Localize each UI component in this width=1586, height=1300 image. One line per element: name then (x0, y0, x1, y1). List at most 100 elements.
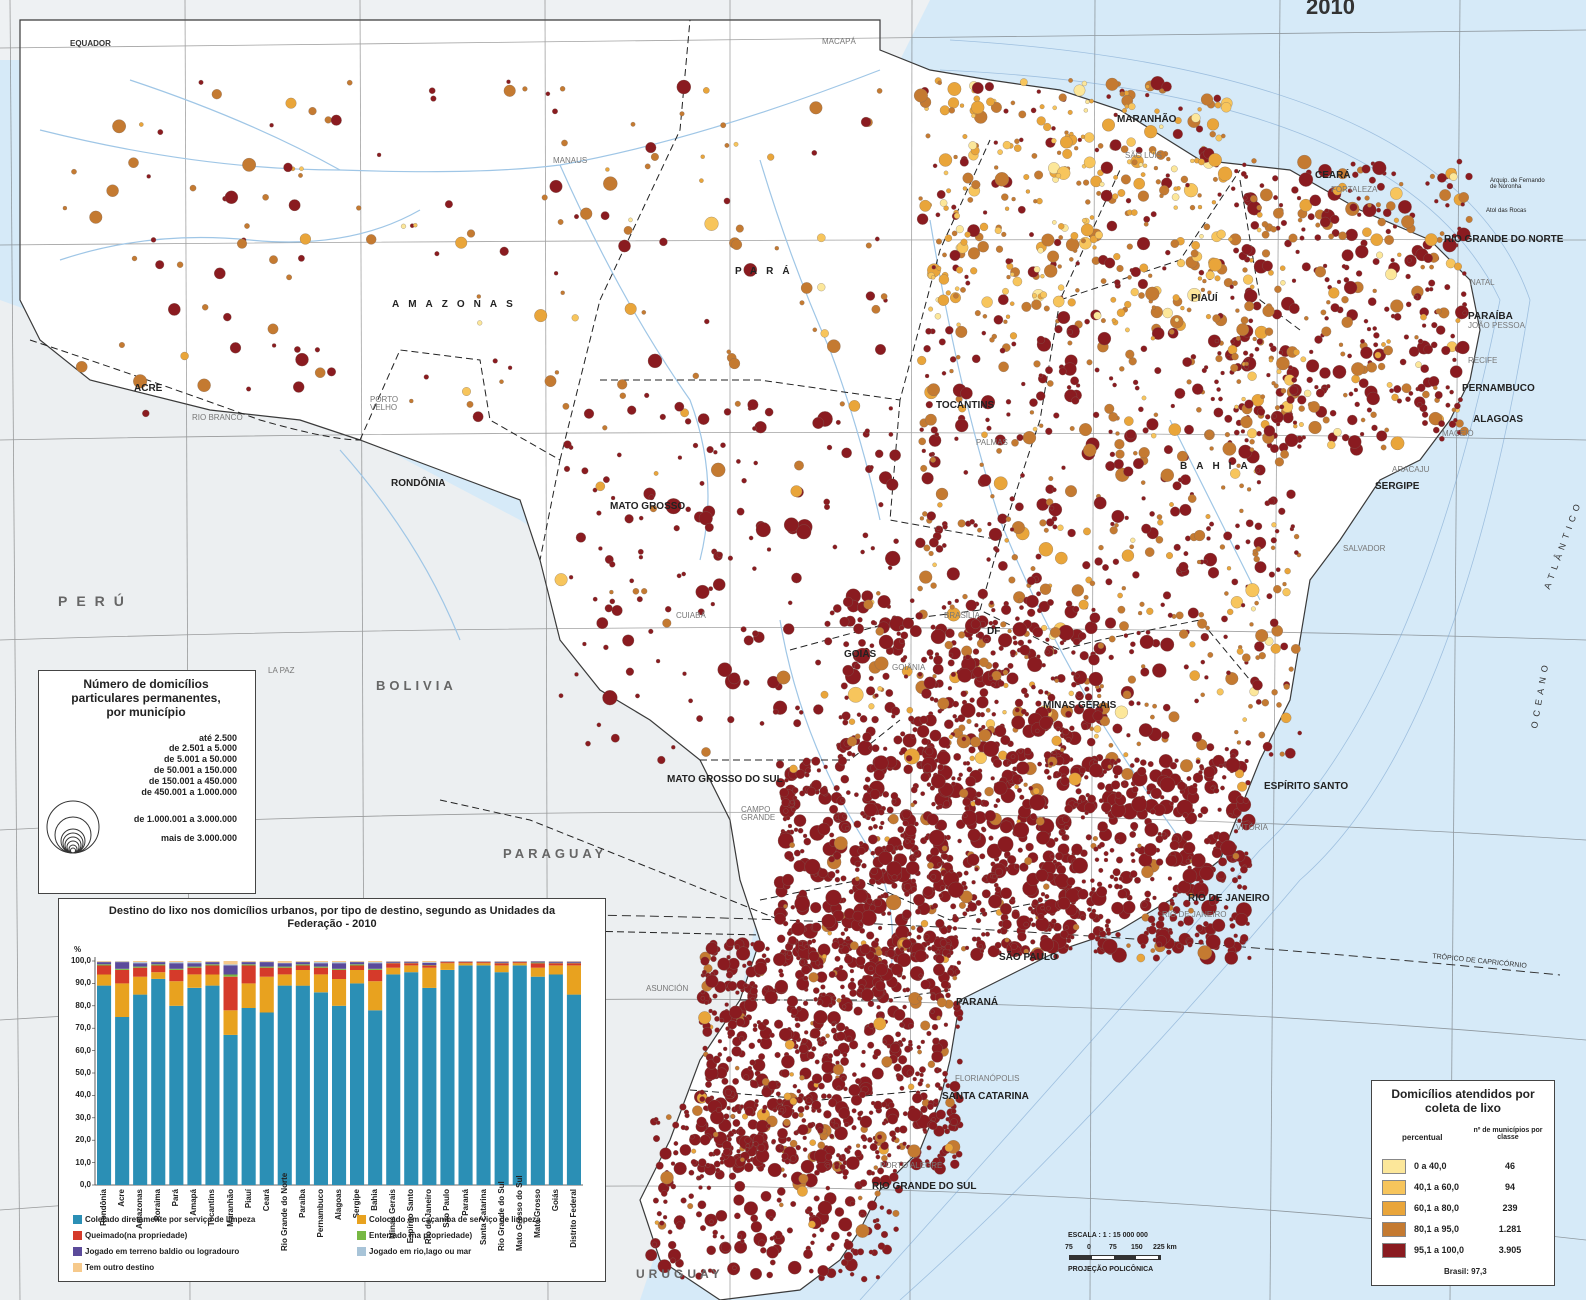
municipality-dot (1180, 175, 1189, 184)
municipality-dot (1242, 717, 1247, 722)
municipality-dot (1169, 762, 1178, 770)
municipality-dot (713, 450, 718, 455)
municipality-dot (1113, 253, 1121, 261)
municipality-dot (867, 1041, 875, 1049)
municipality-dot (1125, 349, 1135, 359)
municipality-dot (1144, 125, 1158, 139)
chart-bar-segment (223, 1010, 238, 1035)
municipality-dot (1289, 385, 1299, 395)
chart-bar-segment (386, 963, 401, 968)
municipality-dot (671, 745, 676, 750)
municipality-dot (1360, 417, 1366, 423)
municipality-dot (698, 1185, 703, 1190)
municipality-dot (1040, 291, 1048, 299)
chart-bar-segment (151, 965, 166, 973)
municipality-dot (603, 176, 618, 191)
municipality-dot (974, 798, 982, 806)
municipality-dot (1245, 358, 1250, 363)
chart-bar-segment (530, 961, 545, 963)
municipality-dot (878, 825, 884, 830)
municipality-dot (176, 261, 184, 268)
chart-bar-segment (440, 962, 455, 964)
municipality-dot (1233, 933, 1238, 938)
municipality-dot (917, 355, 927, 366)
municipality-dot (1080, 914, 1086, 921)
municipality-dot (1105, 578, 1113, 586)
municipality-dot (838, 1107, 851, 1120)
municipality-dot (1173, 543, 1181, 551)
city-porto-alegre: PORTO ALEGRE (880, 1161, 943, 1170)
municipality-dot (1215, 355, 1223, 363)
municipality-dot (868, 1249, 874, 1255)
municipality-dot (740, 1157, 745, 1163)
municipality-dot (609, 598, 616, 605)
chart-bar-segment (458, 962, 473, 964)
municipality-dot (1165, 249, 1171, 256)
municipality-dot (1279, 751, 1285, 757)
municipality-dot (814, 1169, 820, 1176)
municipality-dot (75, 361, 88, 373)
municipality-dot (822, 1072, 833, 1083)
chart-bar-segment (97, 961, 112, 962)
label-maranhao: MARANHÃO (1117, 114, 1177, 125)
municipality-dot (1000, 621, 1007, 628)
municipality-dot (727, 716, 735, 724)
chart-bar-segment (241, 962, 256, 965)
municipality-dot (1091, 887, 1096, 892)
municipality-dot (1110, 521, 1115, 527)
municipality-dot (1299, 235, 1305, 241)
municipality-dot (1152, 703, 1157, 709)
municipality-dot (1297, 154, 1312, 170)
municipality-dot (1006, 672, 1019, 685)
municipality-dot (885, 689, 894, 697)
municipality-dot (813, 987, 820, 994)
municipality-dot (874, 1149, 880, 1155)
municipality-dot (1372, 160, 1387, 176)
municipality-dot (965, 599, 977, 612)
municipality-dot (1121, 549, 1135, 562)
chart-bar-segment (313, 992, 328, 1185)
municipality-dot (1234, 202, 1240, 208)
municipality-dot (861, 1049, 866, 1055)
municipality-dot (1375, 202, 1381, 208)
municipality-dot (1053, 837, 1059, 842)
municipality-dot (833, 785, 840, 792)
municipality-dot (879, 1205, 885, 1210)
municipality-dot (769, 1032, 775, 1038)
municipality-dot (928, 452, 934, 457)
municipality-dot (1406, 257, 1412, 263)
municipality-dot (856, 712, 862, 717)
municipality-dot (1009, 527, 1015, 532)
municipality-dot (888, 406, 893, 411)
municipality-dot (1330, 303, 1340, 313)
municipality-dot (798, 1112, 804, 1118)
municipality-dot (903, 883, 912, 891)
municipality-dot (1133, 177, 1145, 190)
municipality-dot (874, 693, 879, 698)
municipality-dot (797, 1106, 805, 1113)
municipality-dot (803, 837, 812, 846)
municipality-dot (930, 847, 940, 857)
label-rio-de-janeiro: RIO DE JANEIRO (1188, 893, 1270, 904)
municipality-dot (820, 984, 826, 990)
chart-xtick-label: Distrito Federal (568, 1189, 578, 1248)
municipality-dot (958, 724, 966, 732)
label-santa-catarina: SANTA CATARINA (942, 1091, 1029, 1102)
size-class-label: mais de 3.000.000 (160, 833, 237, 843)
municipality-dot (848, 718, 856, 725)
municipality-dot (889, 1042, 901, 1054)
municipality-dot (723, 197, 731, 205)
municipality-dot (1414, 335, 1419, 340)
municipality-dot (875, 1154, 881, 1160)
municipality-dot (783, 904, 788, 909)
municipality-dot (133, 374, 148, 389)
chart-bar-segment (313, 961, 328, 963)
municipality-dot (1137, 610, 1143, 616)
label-pernambuco: PERNAMBUCO (1462, 383, 1535, 394)
municipality-dot (744, 1106, 754, 1116)
municipality-dot (662, 1215, 668, 1220)
municipality-dot (1306, 359, 1320, 373)
municipality-dot (859, 1179, 868, 1187)
municipality-dot (772, 708, 779, 715)
municipality-dot (1079, 651, 1089, 661)
